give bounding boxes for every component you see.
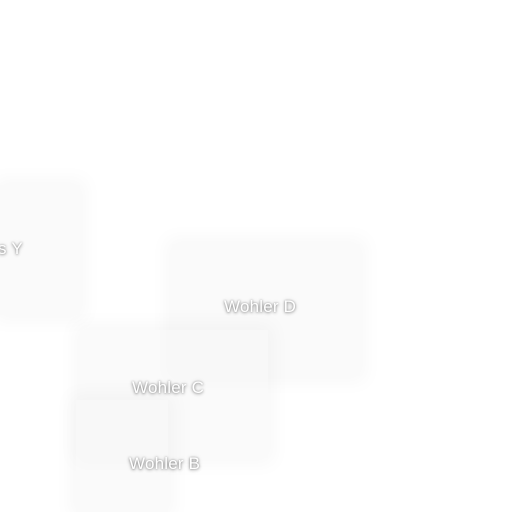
label-partial-y[interactable]: s Y: [0, 239, 23, 258]
label-wohler-c[interactable]: Wohler C: [132, 378, 205, 397]
label-wohler-b[interactable]: Wohler B: [129, 454, 201, 473]
region-tile-b: [76, 400, 168, 512]
label-wohler-d[interactable]: Wohler D: [224, 297, 297, 316]
region-tile-left: [0, 185, 80, 315]
